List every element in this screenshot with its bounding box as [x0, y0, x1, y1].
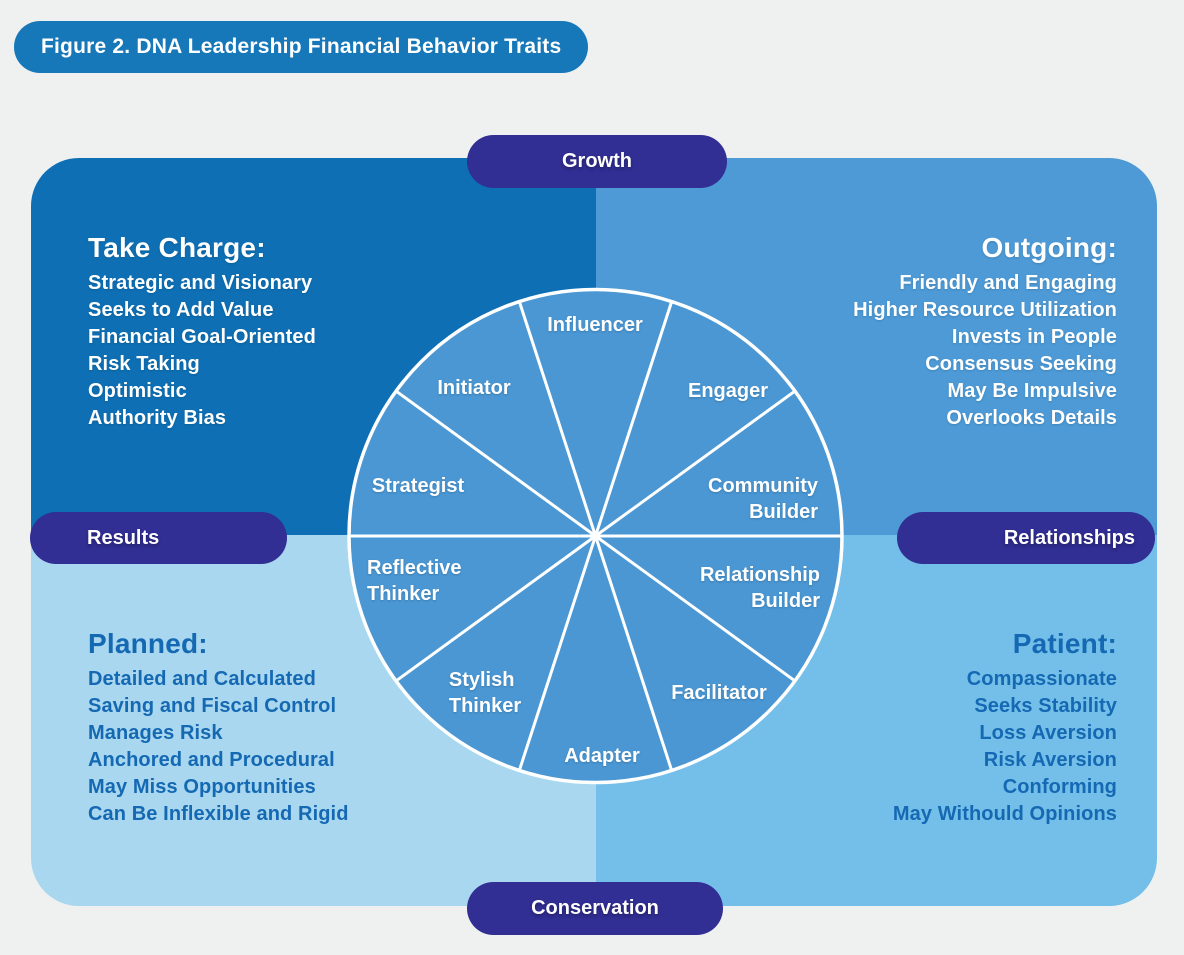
trait-line: Can Be Inflexible and Rigid	[88, 803, 349, 825]
wheel-graphic	[347, 287, 844, 785]
wheel-segment-initiator: Initiator	[437, 377, 511, 399]
take-charge-heading: Take Charge:	[88, 232, 266, 263]
axis-pill-results-label: Results	[87, 526, 160, 549]
wheel-segment-reflective-thinker: Reflective Thinker	[367, 557, 462, 605]
trait-line: Higher Resource Utilization	[853, 299, 1117, 321]
patient-text-block: Patient: Compassionate Seeks Stability L…	[893, 626, 1117, 828]
trait-line: Consensus Seeking	[925, 353, 1117, 375]
axis-pill-relationships: Relationships	[897, 512, 1155, 564]
trait-line: Loss Aversion	[979, 722, 1117, 744]
trait-line: Overlooks Details	[946, 407, 1117, 429]
trait-line: Strategic and Visionary	[88, 272, 313, 294]
wheel-segment-engager: Engager	[687, 380, 769, 402]
figure-title-pill: Figure 2. DNA Leadership Financial Behav…	[14, 21, 589, 73]
wheel-segment-adapter: Adapter	[564, 745, 640, 767]
axis-pill-conservation-label: Conservation	[531, 897, 659, 919]
wheel-segment-stylish-thinker: Stylish Thinker	[448, 669, 522, 717]
figure-title: Figure 2. DNA Leadership Financial Behav…	[41, 35, 562, 58]
trait-line: Optimistic	[88, 380, 187, 402]
trait-line: Invests in People	[951, 326, 1117, 348]
axis-pill-relationships-label: Relationships	[1003, 526, 1135, 549]
take-charge-text-block: Take Charge: Strategic and Visionary See…	[88, 230, 316, 432]
axis-pill-growth-label: Growth	[562, 150, 632, 172]
planned-text-block: Planned: Detailed and Calculated Saving …	[88, 626, 349, 828]
trait-line: Friendly and Engaging	[899, 272, 1117, 294]
trait-line: Risk Aversion	[983, 749, 1117, 771]
trait-line: Seeks to Add Value	[88, 299, 274, 321]
trait-line: Financial Goal-Oriented	[88, 326, 316, 348]
wheel-segment-community-builder: Community Builder	[708, 475, 818, 523]
wheel-divider-lines	[348, 300, 843, 772]
trait-line: Saving and Fiscal Control	[88, 695, 337, 717]
trait-line: Manages Risk	[88, 722, 223, 744]
trait-line: Conforming	[1002, 776, 1117, 798]
trait-line: Detailed and Calculated	[88, 668, 316, 690]
wheel-segment-relationship-builder: Relationship Builder	[699, 564, 820, 612]
trait-line: Compassionate	[966, 668, 1117, 690]
axis-pill-conservation: Conservation	[467, 882, 723, 935]
trait-line: May Be Impulsive	[947, 380, 1117, 402]
wheel-segment-influencer: Influencer	[547, 314, 643, 336]
outgoing-heading: Outgoing:	[981, 232, 1117, 263]
trait-line: May Miss Opportunities	[88, 776, 316, 798]
patient-heading: Patient:	[1012, 628, 1117, 659]
behavior-wheel: Influencer Engager Community Builder Rel…	[345, 286, 845, 786]
trait-line: Authority Bias	[88, 407, 227, 429]
trait-line: May Withould Opinions	[892, 803, 1117, 825]
axis-pill-results: Results	[30, 512, 287, 564]
axis-pill-growth: Growth	[467, 135, 727, 188]
trait-line: Seeks Stability	[974, 695, 1117, 717]
trait-line: Anchored and Procedural	[88, 749, 335, 771]
planned-heading: Planned:	[88, 628, 208, 659]
trait-line: Risk Taking	[88, 353, 200, 375]
wheel-segment-facilitator: Facilitator	[671, 682, 767, 704]
wheel-segment-strategist: Strategist	[371, 475, 465, 497]
outgoing-text-block: Outgoing: Friendly and Engaging Higher R…	[853, 230, 1117, 432]
